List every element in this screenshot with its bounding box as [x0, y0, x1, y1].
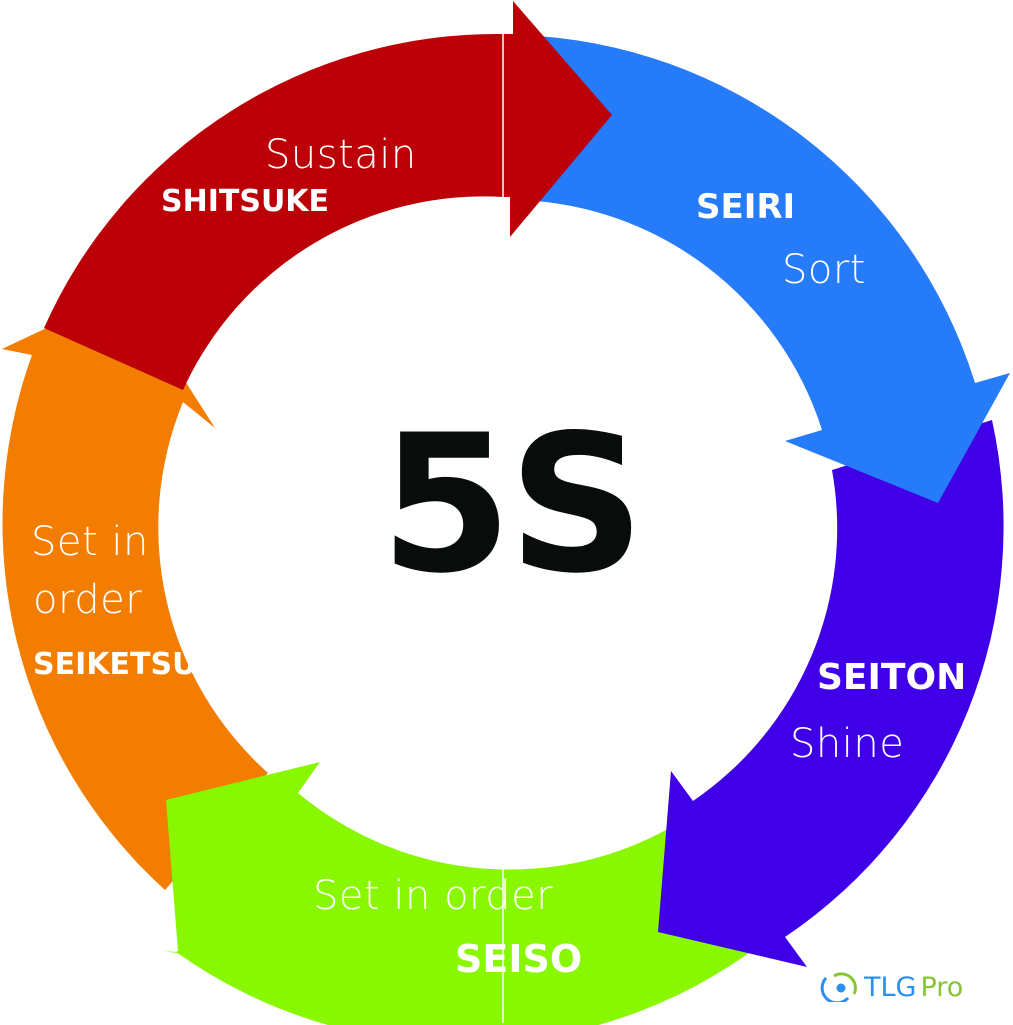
seiton-arrow: [658, 420, 1004, 967]
center-title: 5S: [380, 394, 645, 615]
seiketsu-arrow: [2, 290, 268, 890]
logo-text-tlg: TLG: [864, 971, 917, 1003]
seiketsu-english-line2: order: [33, 577, 143, 623]
shitsuke-label: SHITSUKE: [161, 184, 330, 219]
seiso-arrow-body: [166, 762, 760, 1025]
seiketsu-english-line1: Set in: [31, 519, 149, 565]
seiton-label: SEITON: [817, 657, 967, 698]
seiri-label: SEIRI: [696, 187, 796, 227]
eye-logo-icon: [820, 972, 857, 1002]
sustain-label: Sustain: [265, 132, 417, 178]
shine-label: Shine: [790, 721, 905, 767]
logo-text-pro: Pro: [920, 971, 964, 1003]
shitsuke-arrow: [44, 1, 612, 390]
seiso-english-label: Set in order: [313, 873, 554, 919]
seiso-label: SEISO: [455, 937, 583, 981]
seiri-arrow: [520, 35, 1010, 503]
sort-label: Sort: [782, 247, 866, 293]
seiketsu-label: SEIKETSU: [33, 647, 197, 682]
